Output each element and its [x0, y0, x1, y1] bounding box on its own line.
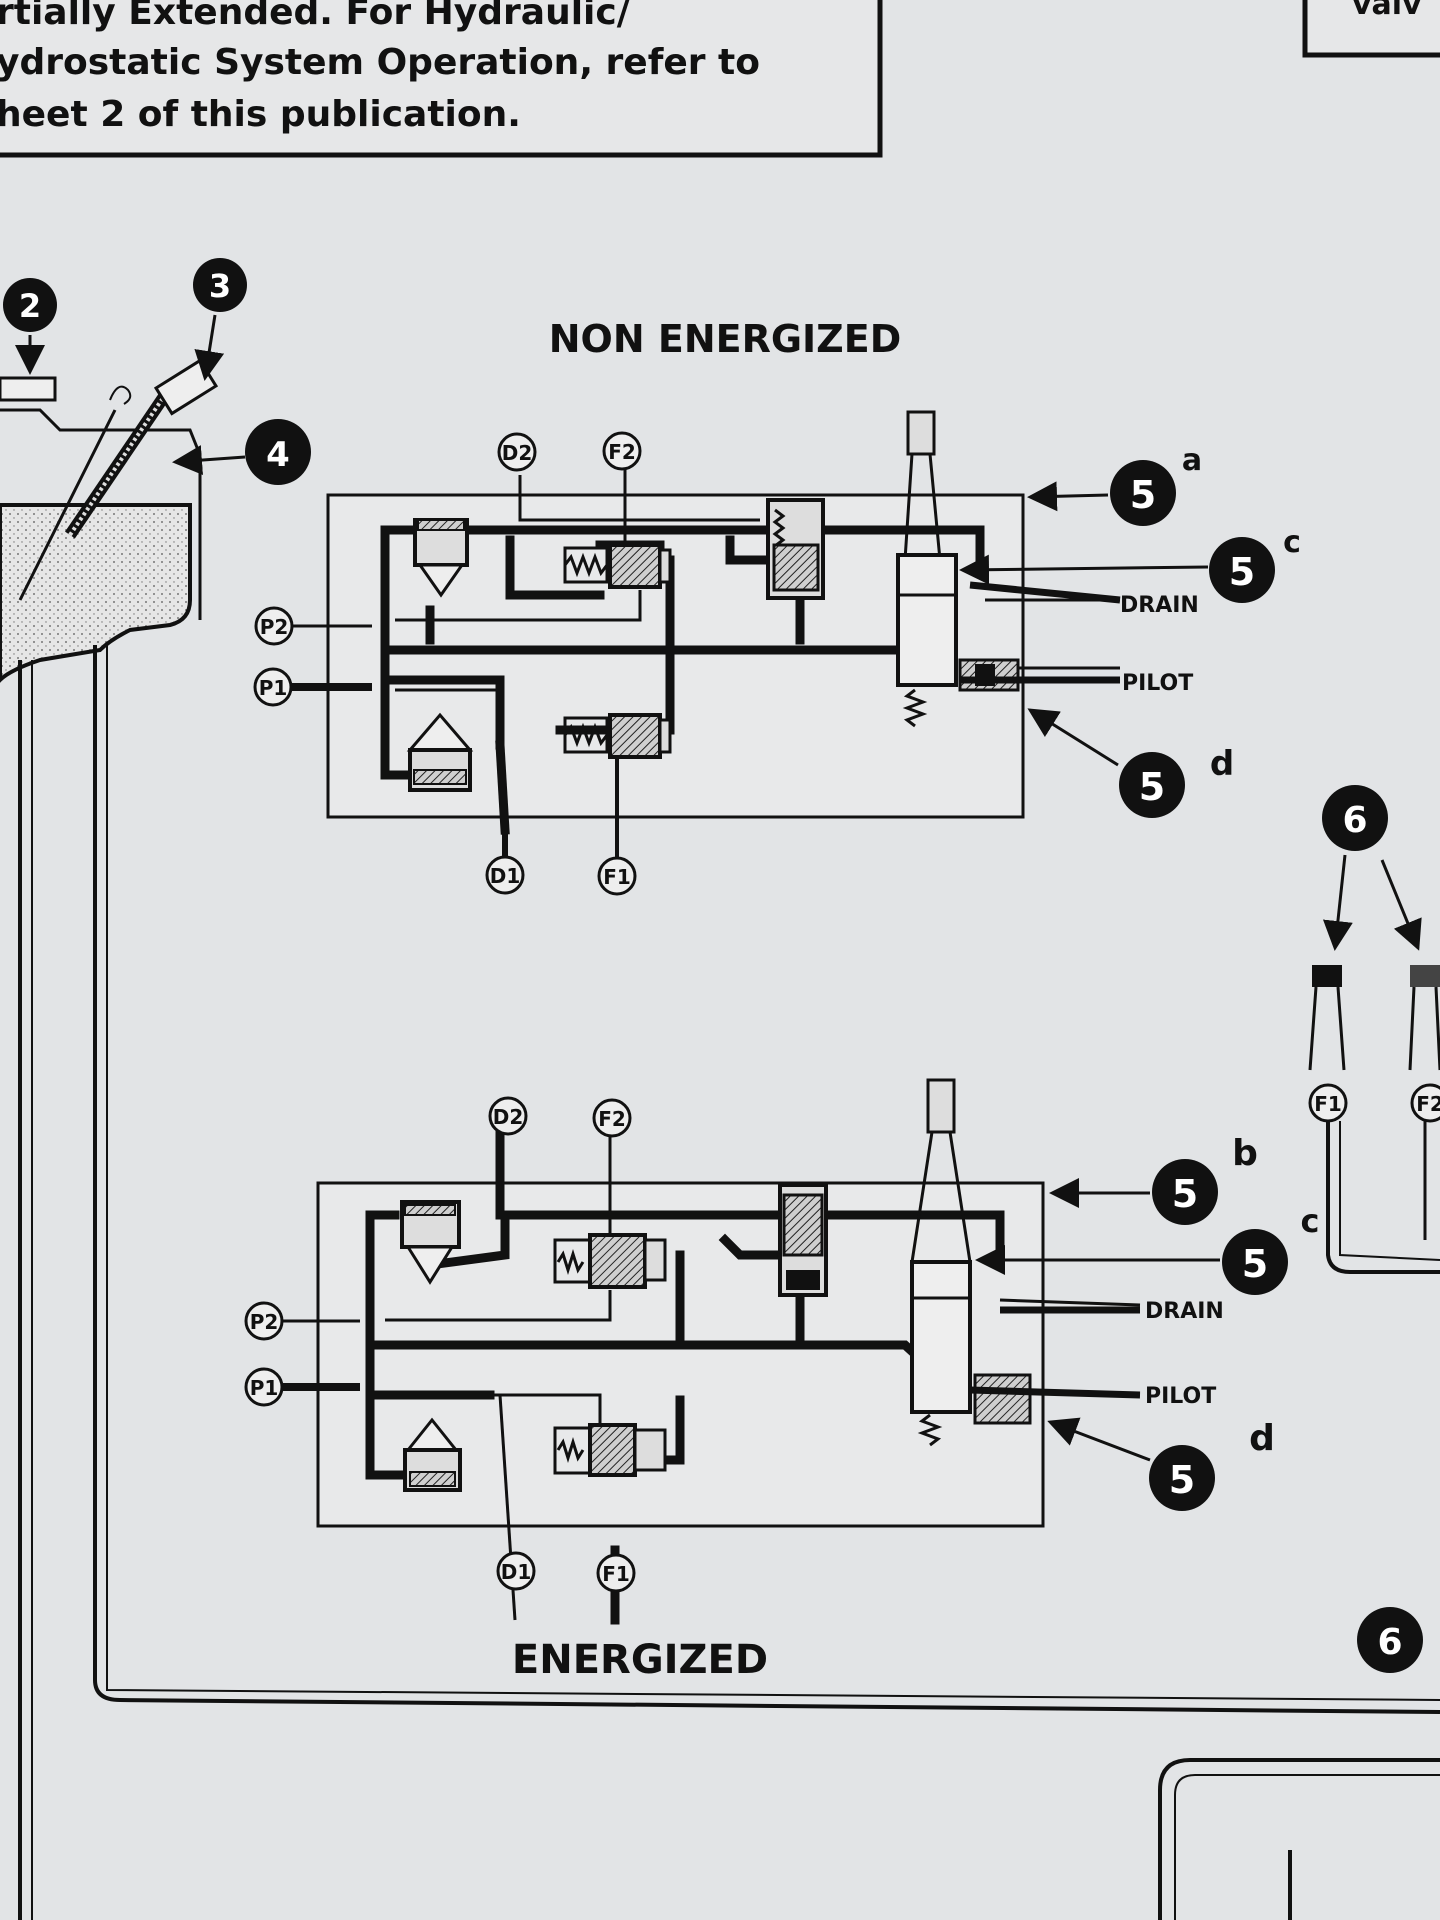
- valve-non-energized: [326, 410, 1121, 835]
- callout-2: 2: [3, 278, 57, 375]
- callout-5a: 5 a: [1027, 443, 1202, 526]
- port-f1-bottom: F1: [596, 1553, 636, 1593]
- header-line-1: rtially Extended. For Hydraulic/: [0, 0, 631, 33]
- svg-text:b: b: [1232, 1133, 1258, 1174]
- right-port-f2: F2: [1416, 1092, 1440, 1116]
- svg-text:6: 6: [1377, 1622, 1402, 1663]
- valve-energized: [316, 1078, 1141, 1625]
- svg-text:D2: D2: [502, 441, 533, 465]
- port-p2-top: P2: [254, 606, 372, 646]
- svg-text:a: a: [1182, 443, 1202, 478]
- port-f2-bottom: F2: [592, 1098, 632, 1138]
- label-pilot-top: PILOT: [1122, 671, 1193, 696]
- svg-text:D1: D1: [490, 864, 521, 888]
- port-p2-bottom: P2: [244, 1301, 360, 1341]
- svg-text:3: 3: [209, 267, 231, 305]
- svg-text:5: 5: [1130, 473, 1156, 517]
- title-energized: ENERGIZED: [512, 1637, 768, 1683]
- svg-text:D2: D2: [493, 1105, 524, 1129]
- callout-4: 4: [172, 419, 311, 485]
- callout-5d-bottom: 5 d: [1047, 1417, 1275, 1511]
- svg-text:F2: F2: [608, 440, 636, 464]
- port-d2-bottom: D2: [488, 1096, 528, 1136]
- callout-6-lower: 6: [1357, 1607, 1423, 1673]
- callout-6-upper: 6: [1322, 785, 1422, 951]
- port-f1-top: F1: [597, 757, 637, 896]
- port-p1-bottom: P1: [244, 1367, 360, 1407]
- label-drain-bottom: DRAIN: [1145, 1299, 1224, 1324]
- bottom-right-component: [1158, 1758, 1440, 1920]
- svg-text:5: 5: [1242, 1242, 1268, 1286]
- hose-fittings-right: F1 F2: [1308, 965, 1440, 1274]
- header-note: rtially Extended. For Hydraulic/ ydrosta…: [0, 0, 1440, 158]
- svg-text:D1: D1: [501, 1560, 532, 1584]
- label-pilot-bottom: PILOT: [1145, 1384, 1216, 1409]
- svg-text:5: 5: [1229, 550, 1255, 594]
- port-d1-bottom: D1: [496, 1551, 536, 1591]
- reservoir: [0, 358, 1440, 1920]
- svg-text:4: 4: [266, 435, 290, 475]
- svg-text:c: c: [1283, 525, 1301, 560]
- svg-text:5: 5: [1169, 1458, 1195, 1502]
- header-line-2: ydrostatic System Operation, refer to: [0, 42, 760, 83]
- svg-text:d: d: [1210, 744, 1234, 784]
- callout-5b: 5 b: [1049, 1133, 1258, 1225]
- callout-5c-top: 5 c: [959, 525, 1301, 603]
- svg-text:P2: P2: [260, 615, 289, 639]
- svg-text:5: 5: [1172, 1172, 1198, 1216]
- svg-text:P1: P1: [259, 676, 288, 700]
- svg-text:F1: F1: [603, 865, 631, 889]
- callout-3: 3: [193, 258, 247, 381]
- label-drain-top: DRAIN: [1120, 593, 1199, 618]
- port-d2-top: D2: [497, 432, 537, 472]
- port-p1-top: P1: [253, 667, 372, 707]
- svg-text:2: 2: [19, 287, 41, 325]
- svg-text:P1: P1: [250, 1376, 279, 1400]
- svg-text:d: d: [1249, 1418, 1275, 1459]
- title-non-energized: NON ENERGIZED: [549, 317, 902, 361]
- ports-energized: D2 F2 P2 P1 D1 F1 DRAIN PILOT: [244, 1096, 1224, 1593]
- svg-text:P2: P2: [250, 1310, 279, 1334]
- port-f2-top: F2: [602, 431, 642, 471]
- right-port-f1: F1: [1314, 1092, 1342, 1116]
- callout-5c-bottom: 5 c: [975, 1202, 1320, 1295]
- svg-text:F2: F2: [598, 1107, 626, 1131]
- svg-text:F1: F1: [602, 1562, 630, 1586]
- svg-text:6: 6: [1342, 800, 1367, 841]
- port-d1-top: D1: [485, 817, 525, 895]
- svg-text:5: 5: [1139, 765, 1165, 809]
- svg-text:c: c: [1301, 1202, 1320, 1240]
- header-corner-text: valv: [1352, 0, 1422, 22]
- header-line-3: heet 2 of this publication.: [0, 94, 521, 135]
- callout-5d-top: 5 d: [1027, 708, 1234, 818]
- ports-non-energized: D2 F2 P2 P1 D1 F1 DRAIN PILOT: [253, 431, 1199, 896]
